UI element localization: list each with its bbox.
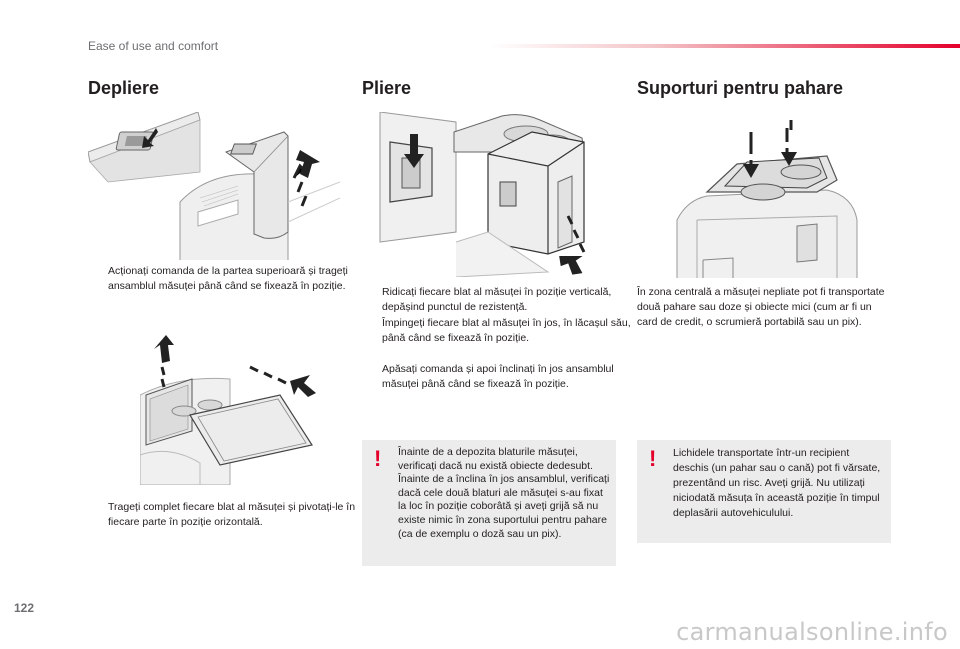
step-text: Apăsați comanda și apoi înclinați în jos… — [382, 363, 614, 390]
step-text: Împingeți fiecare blat al măsuței în jos… — [382, 317, 631, 344]
title-pliere: Pliere — [362, 78, 412, 98]
warning-box-suporturi: ! Lichidele transportate într-un recipie… — [637, 440, 891, 543]
watermark: carmanualsonline.info — [676, 618, 948, 646]
illustration-suporturi — [676, 120, 858, 278]
illustration-depliere-step1 — [88, 112, 340, 260]
step-text: Acționați comanda de la partea superioar… — [108, 265, 348, 292]
step-depliere-2: Trageți complet fiecare blat al măsuței … — [88, 500, 358, 530]
warning-text: Înainte de a depozita blaturile măsuței,… — [398, 446, 610, 540]
step-pliere-1: Ridicați fiecare blat al măsuței în pozi… — [362, 285, 634, 315]
warning-icon: ! — [649, 446, 657, 471]
page-number: 122 — [14, 601, 35, 615]
section-title: Ease of use and comfort — [88, 39, 219, 53]
step-pliere-3: Apăsați comanda și apoi înclinați în jos… — [362, 362, 634, 392]
header-accent-bar — [490, 44, 960, 48]
step-pliere-2: Împingeți fiecare blat al măsuței în jos… — [362, 316, 634, 346]
warning-icon: ! — [374, 446, 382, 471]
step-text: Ridicați fiecare blat al măsuței în pozi… — [382, 286, 612, 313]
illustration-depliere-step2 — [140, 335, 316, 485]
warning-box-pliere: ! Înainte de a depozita blaturile măsuțe… — [362, 440, 616, 566]
title-suporturi: Suporturi pentru pahare — [637, 78, 844, 98]
title-depliere: Depliere — [88, 78, 160, 98]
step-text: Trageți complet fiecare blat al măsuței … — [108, 501, 356, 528]
illustration-pliere — [379, 112, 586, 277]
step-depliere-1: Acționați comanda de la partea superioar… — [88, 264, 358, 294]
warning-text: Lichidele transportate într-un recipient… — [673, 447, 881, 519]
paragraph-suporturi: În zona centrală a măsuței nepliate pot … — [637, 286, 885, 328]
